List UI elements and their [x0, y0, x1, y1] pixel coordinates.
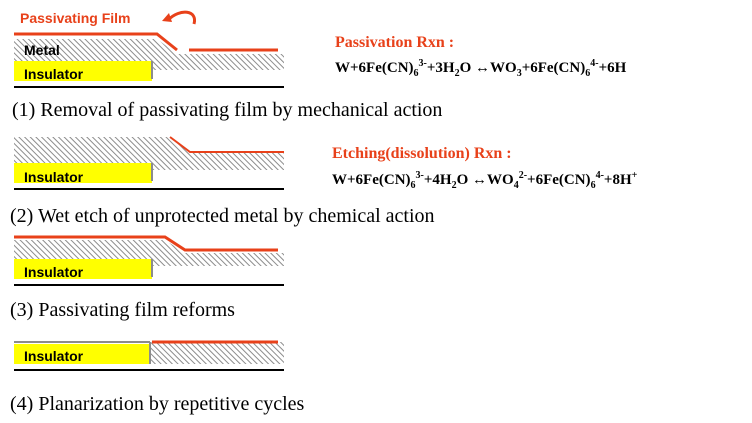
passivating-film [14, 235, 278, 252]
passivation-rxn-equation: W+6Fe(CN)63-+3H2O ↔WO3+6Fe(CN)64-+6H [335, 58, 627, 79]
equilibrium-arrow: ↔ [472, 172, 488, 188]
insulator-label: Insulator [24, 66, 84, 82]
stage-1-cross-section [14, 10, 284, 88]
passivating-film-left [14, 32, 178, 52]
step-1-caption: (1) Removal of passivating film by mecha… [12, 99, 443, 121]
step-3-caption: (3) Passivating film reforms [10, 299, 235, 321]
insulator-layer [14, 259, 152, 279]
metal-layer [14, 137, 284, 170]
removal-arrow [166, 10, 197, 25]
passivation-rxn-title: Passivation Rxn : [335, 34, 455, 51]
passivating-film-label: Passivating Film [20, 10, 131, 26]
equilibrium-arrow: ↔ [475, 60, 491, 76]
removal-arrow-head [162, 13, 172, 22]
metal-layer [150, 342, 284, 364]
insulator-layer [14, 163, 152, 183]
metal-label: Metal [24, 42, 60, 58]
insulator-label: Insulator [24, 169, 84, 185]
step-2-caption: (2) Wet etch of unprotected metal by che… [10, 205, 435, 227]
stage-4-cross-section [14, 340, 284, 371]
insulator-label: Insulator [24, 264, 84, 280]
stage-3-cross-section [14, 235, 284, 286]
insulator-layer [14, 344, 150, 364]
etched-surface [169, 136, 284, 153]
insulator-layer [14, 61, 152, 81]
stage-2-cross-section [14, 136, 284, 190]
etching-rxn-title: Etching(dissolution) Rxn : [332, 145, 512, 162]
etching-rxn-equation: W+6Fe(CN)63-+4H2O ↔WO42-+6Fe(CN)64-+8H+ [332, 170, 638, 191]
step-4-caption: (4) Planarization by repetitive cycles [10, 393, 305, 415]
insulator-label: Insulator [24, 348, 84, 364]
